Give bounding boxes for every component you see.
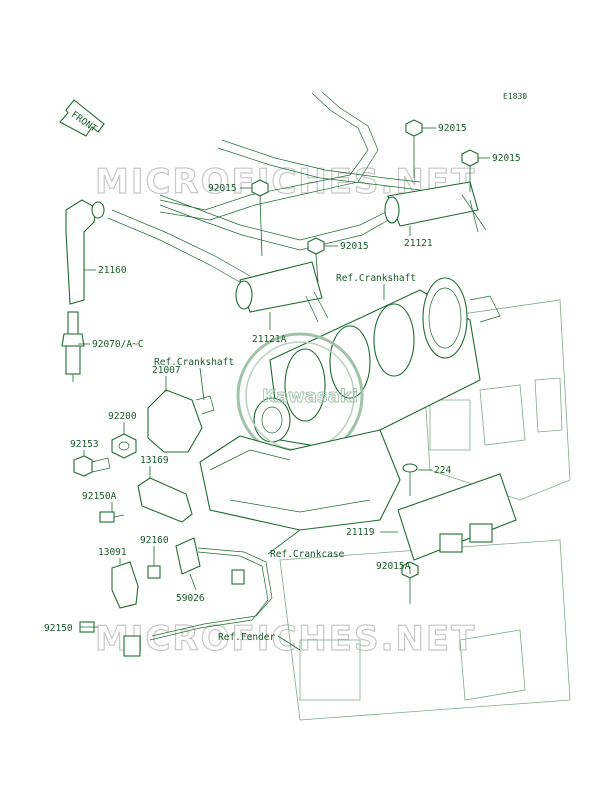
plate	[137, 477, 193, 523]
plug-leads	[107, 91, 421, 286]
ignition-coil-right	[384, 181, 487, 233]
rotor-bolt	[73, 455, 111, 477]
logo-text: Kawasaki	[262, 386, 358, 407]
bolt-92015-mid	[307, 237, 325, 283]
callout-92015-d: 92015	[340, 241, 369, 252]
callout-92015-a: 92015	[438, 123, 467, 134]
crankshaft	[253, 277, 501, 451]
callout-13169: 13169	[140, 455, 169, 466]
watermark-bottom: MICROFICHES.NET	[95, 619, 476, 659]
callout-92015-c: 92015	[208, 183, 237, 194]
diagram-code: E1830	[503, 92, 527, 101]
callout-21160: 21160	[98, 265, 127, 276]
bracket	[111, 561, 139, 609]
pickup-coil	[123, 537, 273, 657]
spark-plug	[61, 311, 85, 382]
callout-92015-b: 92015	[492, 153, 521, 164]
bolt-92015-left	[251, 179, 269, 257]
callout-13091: 13091	[98, 547, 127, 558]
callout-21121: 21121	[404, 238, 433, 249]
washer	[111, 433, 137, 459]
bolt-92015-top-2	[461, 149, 479, 192]
rotor	[147, 389, 215, 453]
callout-92015A: 92015A	[376, 561, 411, 572]
ignition-coil-left	[235, 261, 329, 323]
igniter-bolt-224	[402, 463, 418, 496]
callout-92160: 92160	[140, 535, 169, 546]
ref-crankshaft-top: Ref.Crankshaft	[336, 273, 416, 284]
callout-92150A: 92150A	[82, 491, 117, 502]
front-arrow-icon: FRONT	[59, 99, 105, 137]
callout-224: 224	[434, 465, 451, 476]
ref-crankcase: Ref.Crankcase	[270, 549, 345, 560]
callout-92150: 92150	[44, 623, 73, 634]
crankcase	[199, 429, 401, 531]
engine-outline	[279, 299, 571, 721]
ref-fender: Ref.Fender	[218, 632, 275, 643]
callout-21007: 21007	[152, 365, 181, 376]
bolt-92015-top-1	[405, 119, 423, 178]
ref-crankshaft-left: Ref.Crankshaft	[154, 357, 234, 368]
callout-labels: 92015 92015 92015 92015 21160 21121 2112…	[44, 123, 521, 643]
leader-lines	[78, 127, 490, 651]
plate-bolt	[99, 511, 125, 523]
igniter	[397, 473, 517, 561]
callout-92070: 92070/A~C	[92, 339, 143, 350]
callout-59026: 59026	[176, 593, 205, 604]
plug-cap	[65, 199, 105, 305]
damper	[147, 565, 161, 579]
callout-21119: 21119	[346, 527, 375, 538]
callout-21121A: 21121A	[252, 334, 287, 345]
callout-92200: 92200	[108, 411, 137, 422]
callout-92153: 92153	[70, 439, 99, 450]
